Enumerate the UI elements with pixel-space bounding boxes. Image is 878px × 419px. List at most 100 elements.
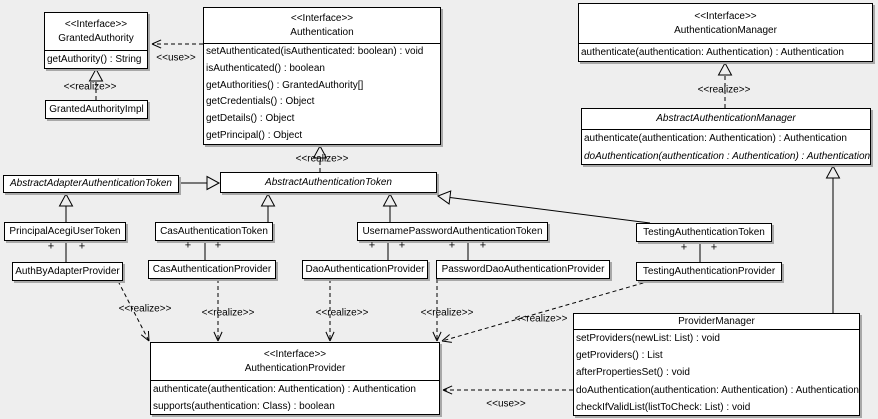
association-plus-mark: +	[398, 239, 406, 252]
method-label: isAuthenticated() : boolean	[206, 62, 325, 74]
class-name: AbstractAuthenticationManager	[656, 113, 796, 124]
class-title: <<Interface>> GrantedAuthority	[45, 13, 147, 50]
stereotype-realize-label: <<realize>>	[63, 81, 117, 93]
methods-compartment: setProviders(newList: List) : void getPro…	[574, 329, 859, 415]
class-cas-authentication-provider[interactable]: CasAuthenticationProvider	[148, 260, 276, 279]
class-name: CasAuthenticationProvider	[152, 263, 272, 275]
class-name: AbstractAdapterAuthenticationToken	[10, 178, 172, 189]
stereotype-realize-label: <<realize>>	[118, 303, 172, 315]
class-name: CasAuthenticationToken	[160, 225, 268, 237]
class-title: AuthByAdapterProvider	[13, 263, 122, 280]
class-authentication-manager[interactable]: <<Interface>> AuthenticationManager authen…	[578, 3, 873, 62]
method-label: getDetails() : Object	[206, 113, 295, 125]
class-name: PrincipalAcegiUserToken	[9, 225, 121, 237]
class-testing-authentication-provider[interactable]: TestingAuthenticationProvider	[636, 262, 782, 281]
generalization-arrowhead	[825, 164, 841, 179]
class-password-dao-authentication-provider[interactable]: PasswordDaoAuthenticationProvider	[436, 260, 610, 279]
methods-compartment: authenticate(authentication: Authenticat…	[151, 380, 439, 414]
class-username-password-authentication-token[interactable]: UsernamePasswordAuthenticationToken	[357, 222, 548, 241]
class-title: AbstractAuthenticationToken	[221, 173, 436, 192]
class-title: TestingAuthenticationProvider	[637, 263, 781, 280]
stereotype-interface-label: <<Interface>>	[263, 348, 327, 360]
class-name: TestingAuthenticationProvider	[642, 265, 776, 277]
class-title: TestingAuthenticationToken	[637, 224, 771, 241]
method-label: authenticate(authentication: Authenticat…	[581, 47, 844, 58]
stereotype-use-label: <<use>>	[156, 52, 196, 64]
method-label: authenticate(authentication: Authenticat…	[153, 384, 416, 395]
stereotype-interface-label: <<Interface>>	[64, 18, 128, 30]
realize-arrowhead	[312, 144, 328, 159]
stereotype-realize-label: <<realize>>	[295, 153, 349, 165]
method-label: authenticate(authentication: Authenticat…	[584, 133, 847, 144]
method-label: getProviders() : List	[576, 350, 663, 362]
class-granted-authority-impl[interactable]: GrantedAuthorityImpl	[45, 100, 148, 119]
class-name: TestingAuthenticationToken	[643, 226, 765, 238]
generalization-arrowhead	[260, 192, 276, 207]
class-title: AbstractAdapterAuthenticationToken	[4, 176, 178, 192]
method-label: setProviders(newList: List) : void	[576, 333, 720, 344]
class-cas-authentication-token[interactable]: CasAuthenticationToken	[155, 222, 273, 241]
class-title: ProviderManager	[574, 314, 859, 329]
method-label: supports(authentication: Class) : boolea…	[153, 401, 335, 412]
class-abstract-adapter-authentication-token[interactable]: AbstractAdapterAuthenticationToken	[3, 175, 179, 193]
method-label: getAuthorities() : GrantedAuthority[]	[206, 79, 364, 91]
realize-arrowhead	[717, 61, 733, 76]
stereotype-interface-label: <<Interface>>	[290, 12, 354, 24]
methods-compartment: authenticate(authentication: Authenticat…	[582, 129, 870, 164]
method-label: getCredentials() : Object	[206, 96, 315, 108]
stereotype-realize-label: <<realize>>	[697, 84, 751, 96]
generalization-arrowhead	[436, 190, 452, 205]
class-name: AuthenticationManager	[674, 24, 777, 36]
class-name: DaoAuthenticationProvider	[305, 263, 425, 275]
class-title: CasAuthenticationProvider	[149, 261, 275, 278]
association-plus-mark: +	[214, 239, 222, 252]
class-testing-authentication-token[interactable]: TestingAuthenticationToken	[636, 223, 772, 242]
class-title: GrantedAuthorityImpl	[46, 101, 147, 118]
class-title: PasswordDaoAuthenticationProvider	[437, 261, 609, 278]
method-label: getAuthority() : String	[47, 54, 142, 65]
class-granted-authority[interactable]: <<Interface>> GrantedAuthority getAuthorit…	[44, 12, 148, 69]
class-name: UsernamePasswordAuthenticationToken	[362, 225, 543, 237]
association-plus-mark: +	[368, 239, 376, 252]
method-label: doAuthentication(authentication: Authent…	[576, 384, 859, 396]
methods-compartment: authenticate(authentication: Authenticat…	[579, 43, 872, 61]
class-title: PrincipalAcegiUserToken	[5, 223, 125, 240]
class-name: PasswordDaoAuthenticationProvider	[441, 263, 605, 275]
generalization-arrowhead	[382, 192, 398, 207]
class-title: <<Interface>> AuthenticationManager	[579, 4, 872, 43]
stereotype-interface-label: <<Interface>>	[694, 10, 757, 22]
method-label: doAuthentication(authentication : Authen…	[584, 150, 870, 162]
class-authentication[interactable]: <<Interface>> Authentication setAuthentica…	[203, 7, 441, 145]
method-label: setAuthenticated(isAuthenticated: boolea…	[206, 46, 424, 57]
realize-arrowhead	[88, 67, 104, 82]
class-principal-acegi-user-token[interactable]: PrincipalAcegiUserToken	[4, 222, 126, 241]
methods-compartment: setAuthenticated(isAuthenticated: boolea…	[204, 43, 440, 144]
class-abstract-authentication-manager[interactable]: AbstractAuthenticationManager authenticat…	[581, 108, 871, 165]
class-authentication-provider[interactable]: <<Interface>> AuthenticationProvider authe…	[150, 342, 440, 415]
stereotype-realize-label: <<realize>>	[201, 307, 255, 319]
stereotype-realize-label: <<realize>>	[514, 313, 568, 325]
class-title: CasAuthenticationToken	[156, 223, 272, 240]
stereotype-use-label: <<use>>	[486, 398, 526, 410]
generalization-arrowhead	[58, 192, 74, 207]
class-title: <<Interface>> Authentication	[204, 8, 440, 43]
class-auth-by-adapter-provider[interactable]: AuthByAdapterProvider	[12, 262, 123, 281]
class-title: AbstractAuthenticationManager	[582, 109, 870, 129]
class-title: DaoAuthenticationProvider	[303, 261, 427, 278]
class-name: AuthenticationProvider	[244, 362, 346, 374]
method-label: afterPropertiesSet() : void	[576, 367, 690, 379]
generalization-arrowhead	[206, 175, 221, 191]
stereotype-realize-label: <<realize>>	[420, 307, 474, 319]
class-name: GrantedAuthority	[58, 32, 134, 44]
association-plus-mark: +	[448, 239, 456, 252]
class-abstract-authentication-token[interactable]: AbstractAuthenticationToken	[220, 172, 437, 193]
association-plus-mark: +	[710, 241, 718, 254]
class-name: GrantedAuthorityImpl	[49, 103, 144, 115]
method-label: getPrincipal() : Object	[206, 130, 303, 142]
methods-compartment: getAuthority() : String	[45, 50, 147, 68]
class-dao-authentication-provider[interactable]: DaoAuthenticationProvider	[302, 260, 428, 279]
class-name: Authentication	[290, 26, 354, 38]
method-label: checkIfValidList(listToCheck: List) : vo…	[576, 401, 751, 413]
